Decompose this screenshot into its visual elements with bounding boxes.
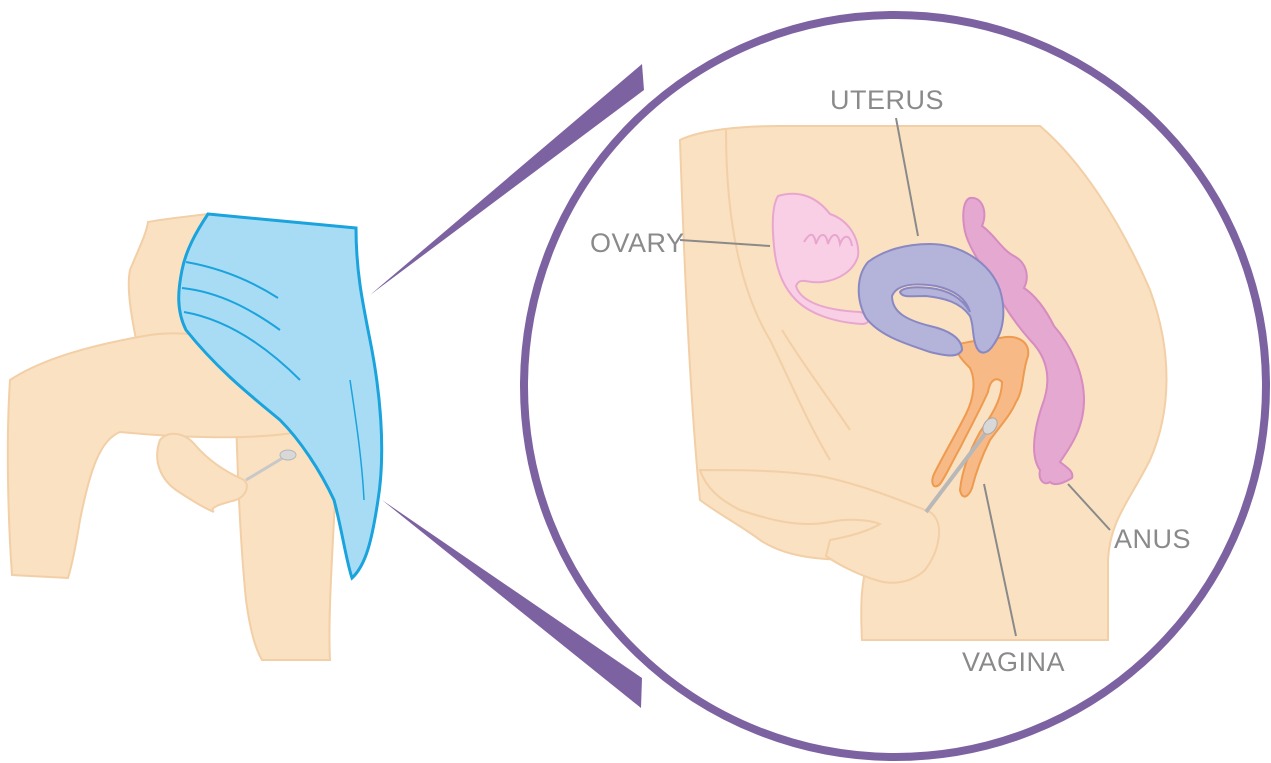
label-anus: ANUS xyxy=(1114,524,1191,554)
left-swab-tip xyxy=(280,450,296,460)
label-uterus: UTERUS xyxy=(830,85,944,115)
left-figure xyxy=(8,214,382,660)
left-hand xyxy=(157,434,247,512)
label-ovary: OVARY xyxy=(590,228,685,258)
label-vagina: VAGINA xyxy=(962,647,1065,677)
wedge-bottom-line xyxy=(382,500,642,708)
zoom-circle-content xyxy=(680,118,1167,640)
wedge-top-line xyxy=(370,64,644,295)
